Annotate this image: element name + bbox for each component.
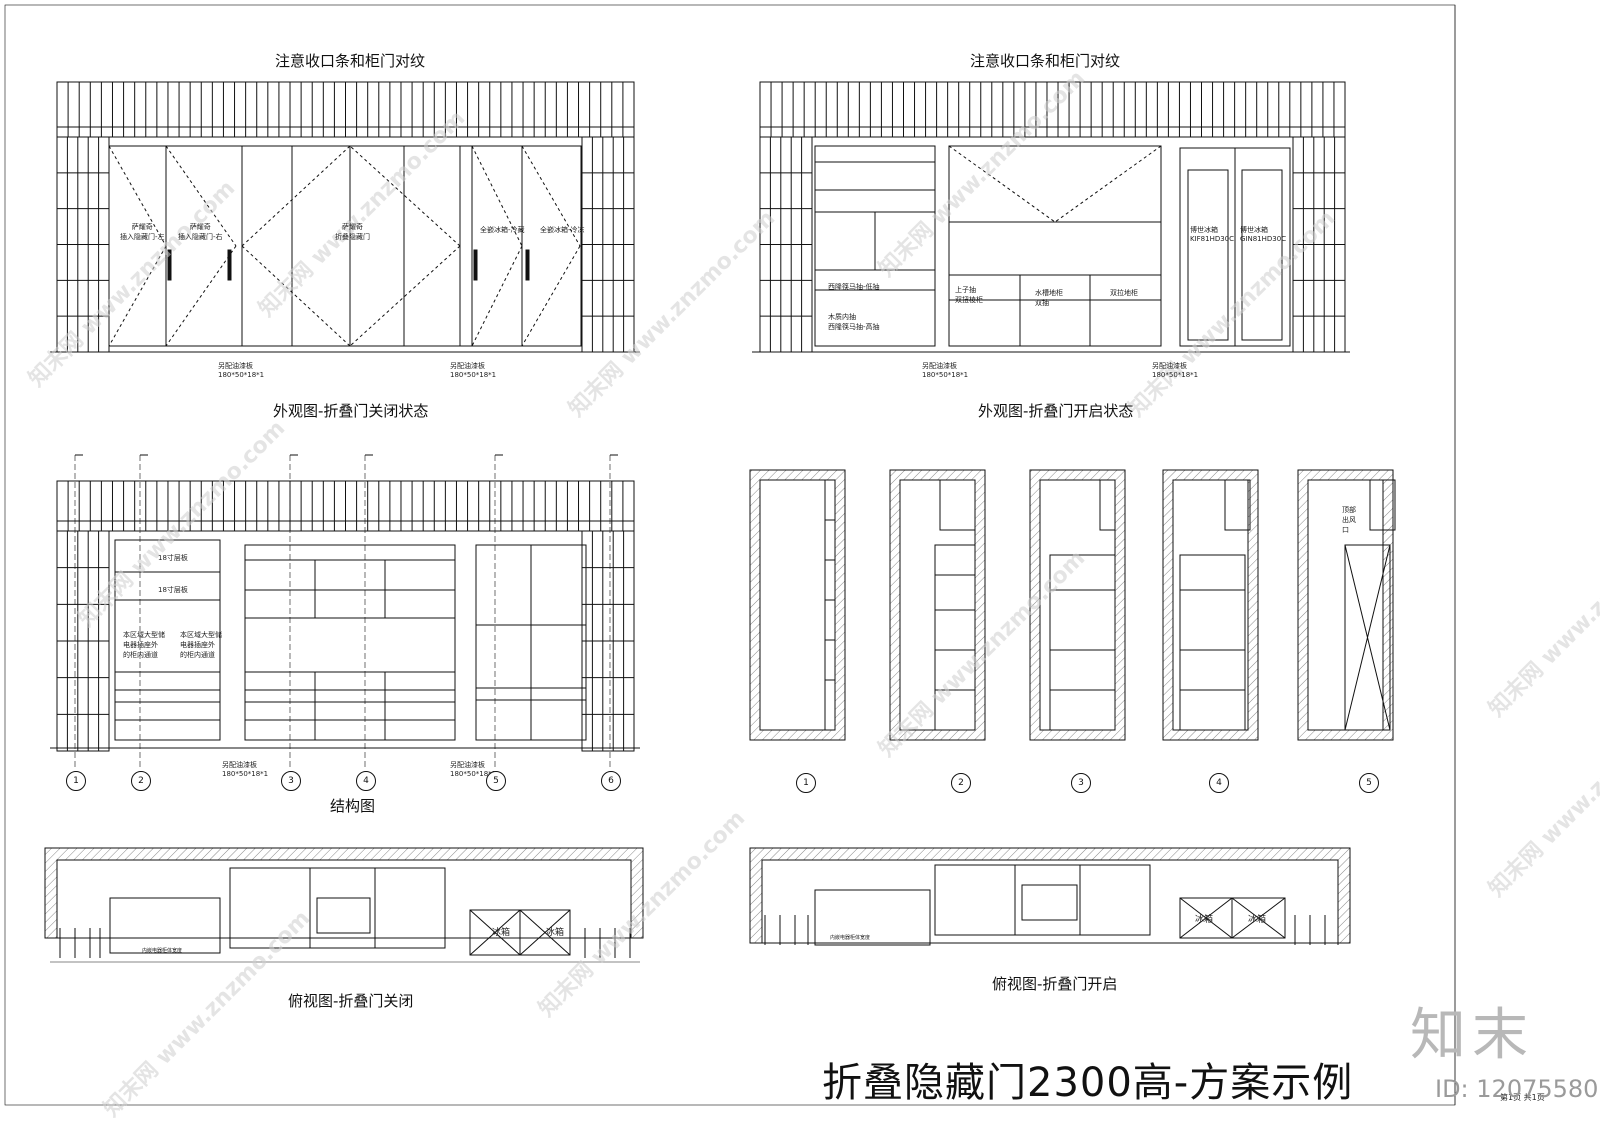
watermark-logo: 知末	[1410, 1003, 1534, 1068]
label-shelf-1: 18寸层板	[158, 554, 188, 562]
open-left-cabinet	[814, 145, 936, 347]
axis-marker: 2	[131, 771, 151, 791]
label-plan-fridge-2: 冰箱	[546, 928, 565, 938]
label-cab-3: 双拉地柜	[1110, 289, 1138, 297]
section-wall	[749, 469, 846, 741]
caption-plan-open: 俯视图-折叠门开启	[992, 975, 1118, 993]
axis-marker: 1	[66, 771, 86, 791]
axis-marker: 6	[601, 771, 621, 791]
structure-left	[114, 539, 221, 741]
title-top-left: 注意收口条和柜门对纹	[275, 52, 426, 70]
label-fridge-right: 全嵌冰箱-冷冻	[540, 226, 585, 234]
label-door-fold: 萨耀奇 折叠隐藏门	[335, 223, 370, 241]
plan-closed-kitchen	[229, 867, 446, 949]
axis-marker: 5	[486, 771, 506, 791]
label-plan-fridge-1: 冰箱	[492, 928, 511, 938]
main-title: 折叠隐藏门2300高-方案示例	[822, 1060, 1354, 1106]
plan-open-kitchen	[934, 864, 1151, 936]
plan-wall-open	[749, 847, 1351, 944]
open-sink-area	[948, 145, 1162, 347]
label-fridge-left: 全嵌冰箱-冷藏	[480, 226, 525, 234]
label-door-right: 萨耀奇 插入隐藏门-右	[178, 223, 223, 241]
plan-open-counter	[814, 889, 931, 946]
closed-doors	[108, 145, 582, 347]
axis-marker: 5	[1359, 773, 1379, 793]
page-tag: 第1页 共1页	[1500, 1093, 1545, 1102]
label-fridge-a: 博世冰箱 KIF81HD30C	[1190, 226, 1235, 243]
plan-closed-counter	[109, 897, 221, 954]
label-fridge-b: 博世冰箱 GIN81HD30C	[1240, 226, 1287, 243]
label-open-trim-1: 另配油漆板 180*50*18*1	[922, 362, 969, 379]
label-structure-trim-2: 另配油漆板 180*50*18*1	[450, 761, 497, 778]
label-trim-1: 另配油漆板 180*50*18*1	[218, 362, 265, 379]
label-shelf-2: 18寸层板	[158, 586, 188, 594]
label-open-trim-2: 另配油漆板 180*50*18*1	[1152, 362, 1199, 379]
axis-marker: 4	[356, 771, 376, 791]
label-plan-note-open: 内嵌电器柜体宽度	[830, 935, 871, 941]
section-wall	[1162, 469, 1259, 741]
label-drawer-1: 西隆筷马抽-低抽	[828, 283, 880, 291]
label-cab-2: 水槽地柜 双抽	[1035, 289, 1063, 307]
label-trim-2: 另配油漆板 180*50*18*1	[450, 362, 497, 379]
label-note-b: 本区域大型储 电器插座外 的柜内通道	[180, 631, 222, 659]
caption-exterior-closed: 外观图-折叠门关闭状态	[273, 402, 429, 420]
caption-exterior-open: 外观图-折叠门开启状态	[978, 402, 1134, 420]
axis-marker: 3	[281, 771, 301, 791]
fridge-doors	[471, 145, 583, 347]
lattice-top	[759, 81, 1346, 138]
axis-marker: 4	[1209, 773, 1229, 793]
label-plan-note-closed: 内嵌电器柜体宽度	[142, 948, 183, 954]
label-plan-fridge-4: 冰箱	[1248, 915, 1267, 925]
caption-structure: 结构图	[330, 797, 376, 815]
label-note-a: 本区域大型储 电器插座外 的柜内通道	[123, 631, 165, 659]
watermark-id: ID: 1207558023	[1435, 1075, 1600, 1103]
title-top-right: 注意收口条和柜门对纹	[970, 52, 1121, 70]
caption-plan-closed: 俯视图-折叠门关闭	[288, 992, 414, 1010]
axis-marker: 2	[951, 773, 971, 793]
label-plan-fridge-3: 冰箱	[1195, 915, 1214, 925]
label-cab-1: 上子抽 双扭棱柜	[955, 286, 983, 304]
label-structure-trim-1: 另配油漆板 180*50*18*1	[222, 761, 269, 778]
label-drawer-2: 木质内抽 西隆筷马抽-高抽	[828, 313, 880, 331]
axis-marker: 3	[1071, 773, 1091, 793]
axis-marker: 1	[796, 773, 816, 793]
label-vent: 顶部 出风 口	[1342, 506, 1356, 534]
label-door-left: 萨耀奇 插入隐藏门-左	[120, 223, 165, 241]
structure-middle	[244, 544, 456, 741]
